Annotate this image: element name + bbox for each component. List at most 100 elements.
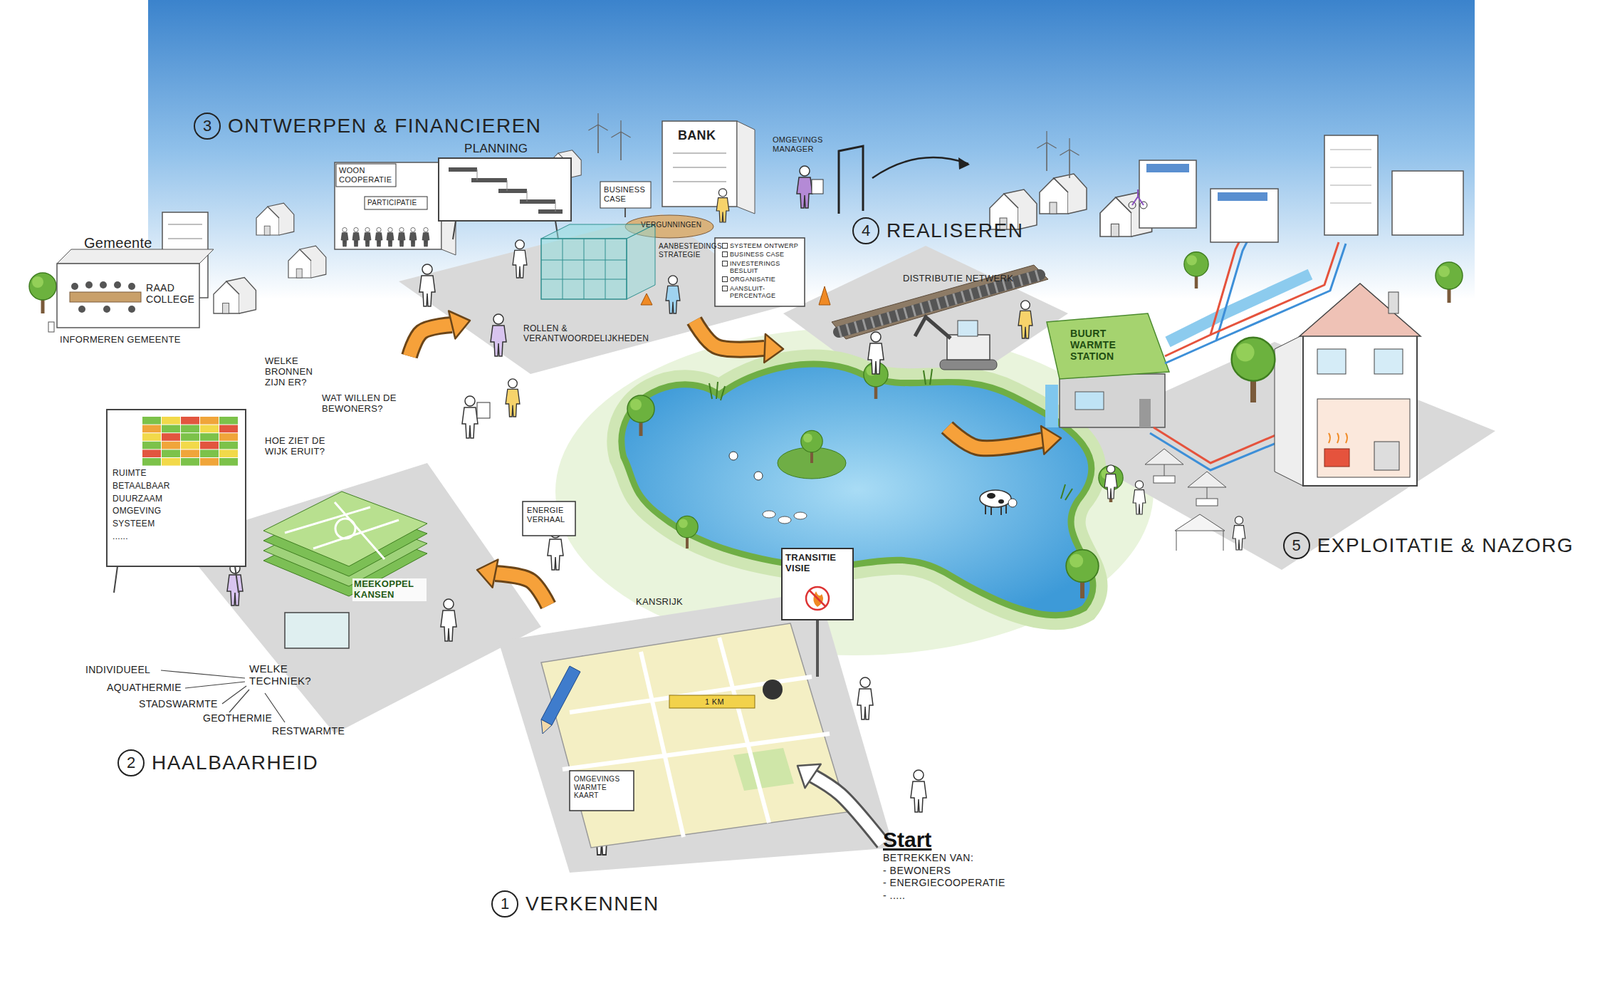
question: WELKE TECHNIEK?	[249, 662, 314, 688]
heat-station	[1046, 313, 1170, 379]
pond	[762, 510, 776, 518]
glass-building	[541, 224, 656, 305]
arrow-head	[764, 333, 784, 363]
question: WELKE BRONNEN ZIJN ER?	[264, 356, 321, 389]
people	[505, 378, 520, 417]
step-number: 2	[117, 749, 145, 777]
arrow-outline	[409, 324, 453, 357]
layered-map	[335, 518, 356, 539]
step-note: ROLLEN & VERANTWOORDELIJKHEDEN	[523, 323, 648, 344]
tree	[1184, 252, 1209, 289]
street-map	[562, 637, 830, 837]
houses	[256, 202, 295, 235]
arrow-outline	[813, 775, 883, 844]
planning-board	[438, 158, 572, 240]
vision-sign	[816, 619, 819, 677]
arrow-outline	[947, 427, 1043, 448]
terrace	[1144, 448, 1184, 465]
flow-arrow-shaft	[694, 320, 765, 350]
criterion-label: DUURZAAM	[112, 494, 177, 505]
question: WAT WILLEN DE BEWONERS?	[321, 393, 399, 415]
street-map	[541, 719, 552, 734]
ruler-mark: 1 KM	[704, 697, 725, 707]
step-number: 5	[1283, 531, 1311, 559]
question: HOE ZIET DE WIJK ERUIT?	[264, 435, 340, 458]
neighbourhood	[1039, 173, 1087, 214]
people	[440, 598, 457, 641]
people	[796, 165, 813, 208]
people	[419, 264, 436, 307]
terrace	[1153, 475, 1175, 483]
terrace	[1174, 514, 1225, 531]
flow-arrow	[694, 320, 784, 363]
assessment-board	[106, 409, 246, 593]
pond	[1045, 384, 1059, 428]
excavator	[939, 359, 997, 370]
flow-arrow	[797, 764, 883, 844]
terrace	[1164, 464, 1165, 476]
houses	[288, 245, 327, 278]
housing-cooperative	[336, 163, 396, 187]
assessment-board	[161, 457, 181, 466]
people	[857, 677, 873, 720]
checklist-item: AANSLUIT- PERCENTAGE	[722, 284, 802, 300]
neighbourhood	[989, 131, 1464, 243]
people	[868, 331, 884, 374]
technique-option: STADSWARMTE	[138, 697, 218, 710]
pond	[778, 516, 792, 524]
technique-option: RESTWARMTE	[272, 724, 345, 737]
arrow-head	[448, 311, 470, 339]
start-title: Start	[882, 827, 1012, 852]
terrace	[1196, 498, 1218, 506]
map-note: KANSRIJK	[635, 596, 683, 608]
assessment-board	[180, 432, 200, 441]
door-frame	[838, 145, 970, 214]
excavator	[914, 316, 997, 370]
assessment-board	[142, 425, 161, 433]
layer-label: MEEKOPPEL KANSEN	[352, 578, 427, 601]
neighbourhood	[1059, 138, 1079, 179]
criterion-label: RUIMTE	[112, 468, 177, 479]
arrow-outline	[494, 573, 549, 606]
assessment-board	[142, 432, 161, 441]
assessment-board	[219, 457, 238, 466]
arrow-head	[1041, 425, 1061, 455]
sign-text: WOON COOPERATIE	[338, 165, 394, 184]
table-note: AANBESTEDINGS STRATEGIE	[658, 242, 724, 259]
house	[1231, 283, 1421, 486]
step-number: 1	[491, 890, 519, 918]
town-hall	[48, 212, 214, 332]
planning-board	[448, 167, 478, 172]
role-label: OMGEVINGS MANAGER	[772, 135, 831, 154]
flow-arrow	[947, 425, 1061, 455]
excavator	[914, 316, 951, 339]
trench	[818, 286, 831, 305]
house	[1231, 337, 1276, 403]
neighbourhood	[1132, 189, 1144, 206]
street-map	[541, 623, 848, 848]
assessment-board	[234, 566, 239, 593]
houses	[213, 113, 631, 314]
terrace	[1206, 487, 1208, 499]
phase-title: EXPLOITATIE & NAZORG	[1317, 534, 1574, 557]
pond	[709, 368, 1073, 500]
house	[1388, 291, 1399, 314]
people	[665, 275, 681, 314]
housing-cooperative	[363, 227, 371, 247]
sign-text: BUSINESS CASE	[603, 185, 648, 203]
phase-area: 3ONTWERPEN & FINANCIEREN	[28, 106, 755, 321]
bank-building	[672, 153, 727, 182]
assessment-board	[161, 432, 181, 441]
vision-sign	[806, 586, 829, 610]
phase-area: 2HAALBAARHEID	[99, 356, 478, 784]
room-label: RAAD COLLEGE	[145, 281, 198, 305]
assessment-board	[142, 457, 161, 466]
houses	[610, 120, 631, 161]
arrow-head	[477, 559, 498, 588]
people	[462, 395, 478, 438]
checklist-item: BUSINESS CASE	[722, 250, 802, 258]
cow	[985, 504, 1007, 515]
pond	[801, 430, 823, 463]
place-name: Gemeente	[84, 234, 153, 252]
